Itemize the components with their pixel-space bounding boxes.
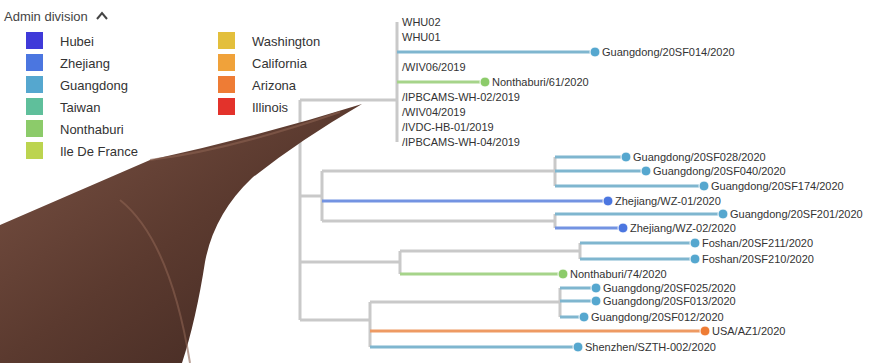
legend-label: Nonthaburi	[60, 123, 124, 136]
tip-label: Guangdong/20SF028/2020	[633, 152, 766, 163]
tip-dot	[718, 209, 728, 219]
tip-label: Guangdong/20SF174/2020	[711, 181, 844, 192]
tip-dot	[579, 312, 589, 322]
legend-label: Guangdong	[60, 79, 128, 92]
tip-dot	[603, 196, 613, 206]
legend-label: Taiwan	[60, 101, 100, 114]
tip-label: Shenzhen/SZTH-002/2020	[585, 342, 716, 353]
arizona-branch	[370, 330, 705, 333]
tip-label: /IVDC-HB-01/2019	[402, 122, 494, 133]
tip-dot	[591, 283, 601, 293]
tip-label: WHU02	[402, 17, 441, 28]
legend-swatch	[26, 98, 43, 115]
bat-wing	[0, 104, 362, 363]
legend-label: Illinois	[252, 101, 288, 114]
legend-swatch	[26, 54, 43, 71]
tip-label: Guangdong/20SF012/2020	[591, 312, 724, 323]
legend-swatch	[26, 32, 43, 49]
tip-dot	[641, 166, 651, 176]
legend-label: Arizona	[252, 79, 296, 92]
legend-swatch	[26, 120, 43, 137]
legend-label: Zhejiang	[60, 57, 110, 70]
tip-label: Nonthaburi/74/2020	[570, 269, 667, 280]
tip-dot	[621, 152, 631, 162]
tip-label: Foshan/20SF211/2020	[702, 238, 813, 249]
legend-label: Washington	[252, 35, 320, 48]
tip-dot	[618, 223, 628, 233]
tip-label: WHU01	[402, 32, 441, 43]
tip-dot	[558, 269, 568, 279]
tip-label: Zhejiang/WZ-02/2020	[630, 223, 736, 234]
tip-label: Guangdong/20SF040/2020	[653, 166, 786, 177]
tip-label: Foshan/20SF210/2020	[702, 254, 814, 265]
tip-label: /WIV04/2019	[402, 107, 466, 118]
tip-label: /IPBCAMS-WH-02/2019	[402, 92, 520, 103]
tip-dot	[590, 47, 600, 57]
nonthaburi-branches	[397, 82, 563, 274]
tip-label: /WIV06/2019	[402, 62, 466, 73]
tree-branches	[300, 22, 580, 347]
tip-label: Nonthaburi/61/2020	[492, 77, 589, 88]
tip-label: Guangdong/20SF013/2020	[603, 296, 736, 307]
tip-dot	[573, 342, 583, 352]
legend-label: California	[252, 57, 307, 70]
legend-label: Hubei	[60, 35, 94, 48]
tip-label: /IPBCAMS-WH-04/2019	[402, 137, 520, 148]
tip-dot	[690, 254, 700, 264]
tip-label: Guangdong/20SF014/2020	[602, 47, 735, 58]
legend-swatch	[26, 76, 43, 93]
tip-dot	[591, 296, 601, 306]
legend-swatch	[218, 32, 235, 49]
legend-label: Ile De France	[60, 145, 138, 158]
legend-swatch	[26, 142, 43, 159]
tip-label: Guangdong/20SF025/2020	[603, 283, 736, 294]
collapse-chevron	[97, 13, 107, 19]
legend-swatch	[218, 76, 235, 93]
legend-swatch	[218, 98, 235, 115]
legend-heading: Admin division	[4, 10, 88, 23]
legend-swatch	[218, 54, 235, 71]
tip-dot	[699, 181, 709, 191]
tip-label: USA/AZ1/2020	[712, 326, 785, 337]
tip-label: Guangdong/20SF201/2020	[730, 209, 863, 220]
tip-label: Zhejiang/WZ-01/2020	[615, 196, 721, 207]
tip-dot	[690, 238, 700, 248]
tip-dot	[480, 77, 490, 87]
tip-dot	[700, 326, 710, 336]
zhejiang-branches	[322, 201, 623, 228]
wing-bone	[120, 112, 340, 363]
